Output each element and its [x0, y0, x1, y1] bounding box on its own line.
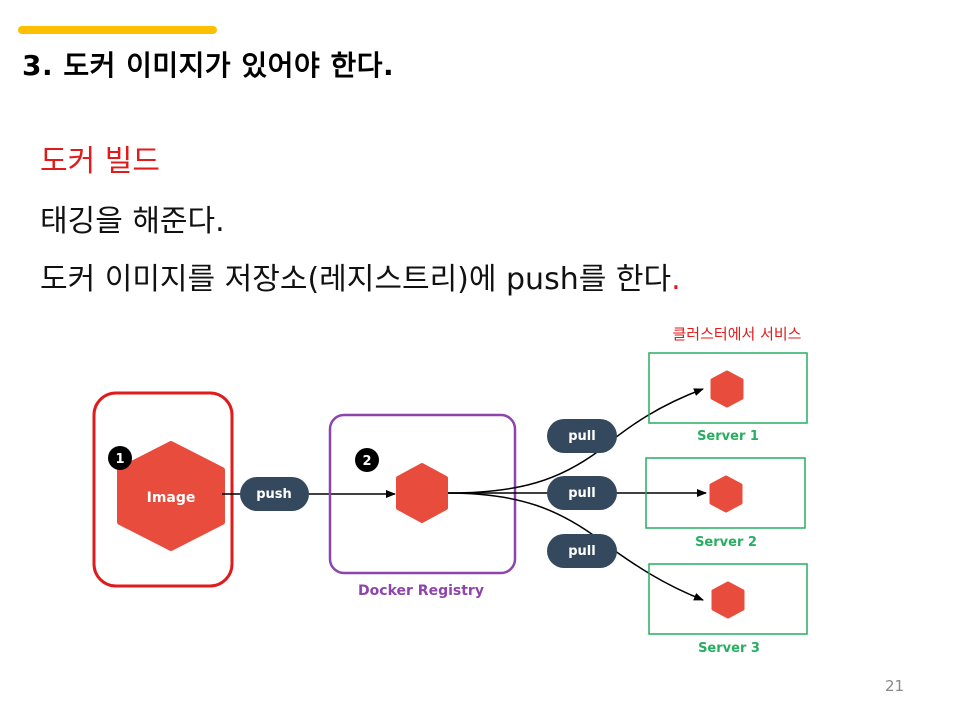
title-accent-bar	[18, 26, 217, 34]
step-2-badge	[355, 448, 379, 472]
registry-box	[328, 413, 517, 575]
server-1-hexagon	[710, 370, 744, 408]
step-2-number: 2	[362, 454, 371, 469]
server-2-label: Server 2	[695, 535, 757, 550]
server-2-hexagon	[709, 475, 743, 513]
image-label: Image	[147, 490, 196, 506]
push-pill	[240, 477, 309, 511]
image-box	[92, 391, 234, 588]
bullet-docker-build: 도커 빌드	[40, 144, 160, 179]
cluster-caption: 클러스터에서 서비스	[673, 325, 802, 343]
server-3-box	[648, 563, 808, 635]
server-2-box	[645, 457, 806, 529]
bullet-push-registry: 도커 이미지를 저장소(레지스트리)에 push를 한다.	[40, 254, 681, 298]
server-3-label: Server 3	[698, 641, 760, 656]
registry-hexagon	[396, 463, 448, 523]
server-1-box	[648, 352, 808, 424]
pull-pill-3	[547, 534, 617, 568]
bullet-push-text: 도커 이미지를 저장소(레지스트리)에 push를 한다	[40, 262, 672, 297]
step-1-number: 1	[115, 452, 124, 467]
bullet-period: .	[671, 262, 681, 297]
server-3-hexagon	[711, 581, 745, 619]
slide-title: 3. 도커 이미지가 있어야 한다.	[22, 49, 395, 82]
server-1-label: Server 1	[697, 429, 759, 444]
push-label: push	[256, 487, 292, 502]
step-1-badge	[108, 446, 132, 470]
page-number: 21	[885, 677, 905, 695]
pull-label-3: pull	[568, 544, 595, 559]
registry-label: Docker Registry	[358, 583, 484, 599]
pull-label-1: pull	[568, 429, 595, 444]
pull-label-2: pull	[568, 486, 595, 501]
pull-pill-2	[547, 476, 617, 510]
pull-pill-1	[547, 419, 617, 453]
bullet-tagging: 태깅을 해준다.	[40, 204, 225, 239]
